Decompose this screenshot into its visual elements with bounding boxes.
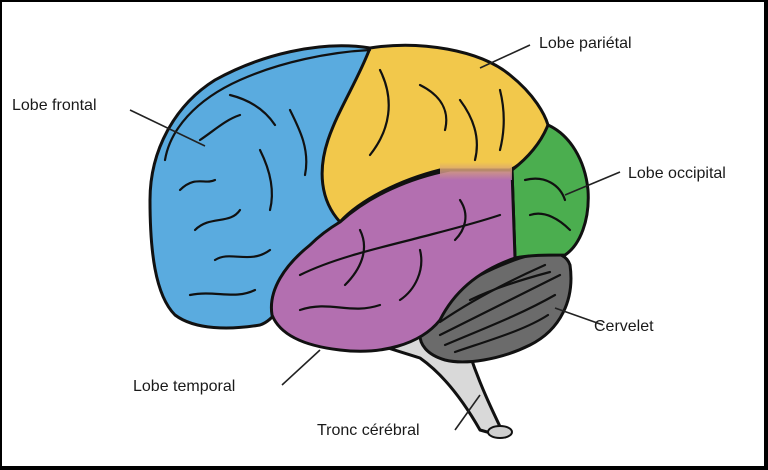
parietal-sulci xyxy=(368,68,505,162)
lobe-blend xyxy=(440,162,512,180)
brain-diagram: Lobe frontal Lobe pariétal Lobe occipita… xyxy=(12,35,726,439)
label-occipital-lobe: Lobe occipital xyxy=(628,165,726,182)
cerebellum-folia xyxy=(438,263,562,354)
label-brainstem: Tronc cérébral xyxy=(317,422,420,439)
leader-temporal xyxy=(281,349,321,386)
leader-parietal xyxy=(479,44,531,69)
parietal-lobe xyxy=(320,43,550,224)
label-cerebellum: Cervelet xyxy=(594,318,654,335)
occipital-sulci xyxy=(523,177,572,232)
diagram-frame: Lobe frontal Lobe pariétal Lobe occipita… xyxy=(2,2,764,466)
leader-occipital xyxy=(564,171,621,196)
brainstem-end xyxy=(487,425,513,439)
leader-brainstem xyxy=(454,394,481,431)
label-frontal-lobe: Lobe frontal xyxy=(12,97,97,114)
occipital-lobe xyxy=(510,123,590,260)
leader-cerebellum xyxy=(554,307,604,326)
label-temporal-lobe: Lobe temporal xyxy=(133,378,235,395)
leader-frontal xyxy=(129,109,206,147)
label-parietal-lobe: Lobe pariétal xyxy=(539,35,632,52)
temporal-sulci xyxy=(298,198,502,312)
